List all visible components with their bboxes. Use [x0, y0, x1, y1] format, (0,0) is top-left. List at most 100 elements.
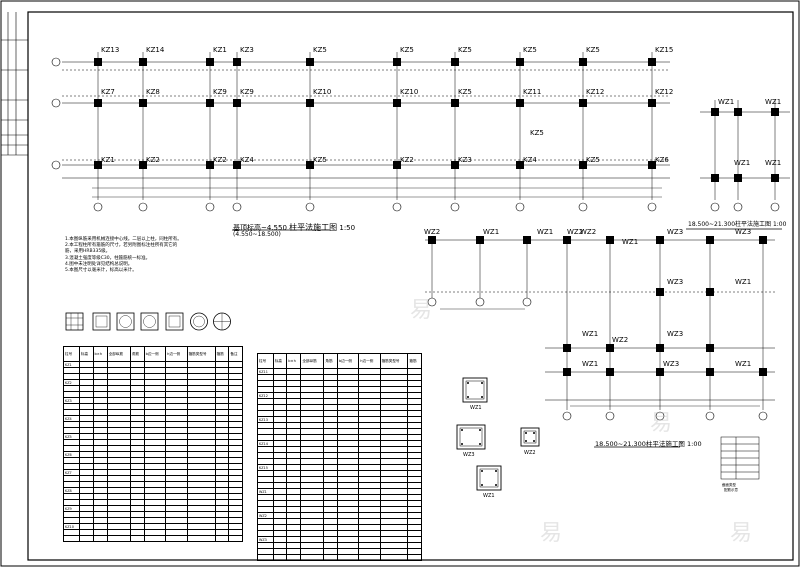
axis-bubble: [515, 202, 525, 212]
column-mark: [648, 58, 656, 66]
column-label: KZ4: [523, 156, 537, 164]
table-cell: [300, 554, 325, 561]
table-row: [63, 535, 243, 542]
note-line: 筋，采用HRB335级。: [65, 249, 111, 255]
table-cell: [186, 535, 216, 542]
small-plan-title: 18.500~21.300柱平法施工图 1:00: [688, 219, 786, 228]
table-cell: [129, 535, 145, 542]
roof-column-label: WZ3: [667, 228, 684, 236]
column-label: KZ9: [240, 88, 254, 96]
roof-column-label: WZ1: [582, 330, 599, 338]
roof-column-label: WZ1: [735, 360, 752, 368]
axis-bubble: [647, 202, 657, 212]
table-cell: [272, 554, 288, 561]
table-cell: [358, 554, 381, 561]
column-mark: [579, 58, 587, 66]
axis-bubble: [578, 202, 588, 212]
table-header-cell: b边一侧: [143, 346, 167, 362]
column-label: KZ4: [240, 156, 254, 164]
small-plan-title-text: 18.500~21.300柱平法施工图: [688, 221, 772, 228]
table-cell: [407, 554, 422, 561]
table-cell: [143, 535, 167, 542]
table-header-cell: 柱号: [257, 353, 274, 369]
roof-column-label: WZ2: [580, 228, 597, 236]
table-row: KZ1: [63, 361, 243, 368]
watermark: 易: [540, 521, 563, 546]
section-label: WZ3: [463, 452, 475, 458]
column-label: KZ5: [313, 46, 327, 54]
design-notes: 1.本图纵筋采用机械连接中心线。二层以上柱，同柱所有。2.本工程柱所有箍筋的尺寸…: [65, 237, 182, 274]
column-mark: [206, 58, 214, 66]
column-mark: [648, 99, 656, 107]
roof-column-label: WZ3: [663, 360, 680, 368]
watermark: 易: [650, 411, 673, 436]
table-cell: [214, 535, 230, 542]
column-label: KZ5: [458, 46, 472, 54]
axis-bubble: [232, 202, 242, 212]
table-header-cell: h边一侧: [165, 346, 188, 362]
table-header-cell: b×h: [92, 346, 108, 362]
table-row: [257, 386, 422, 393]
axis-bubble: [305, 202, 315, 212]
table-header-cell: 全部纵筋: [300, 353, 325, 369]
table-row: [257, 404, 422, 411]
roof-column-label: WZ1: [582, 360, 599, 368]
note-line: 2.本工程柱所有箍筋的尺寸，若另附图标注柱所有其它的: [65, 243, 178, 249]
axis-bubble: [93, 202, 103, 212]
watermark: 易: [730, 521, 753, 546]
roof-column-label: WZ1: [483, 228, 500, 236]
column-mark: [94, 161, 102, 169]
table-cell: [228, 535, 243, 542]
roof-column-label: WZ2: [612, 336, 629, 344]
table-cell: [165, 535, 188, 542]
table-header-cell: 箍筋类型号: [379, 353, 409, 369]
column-mark: [94, 58, 102, 66]
roof-column-label: WZ3: [735, 228, 752, 236]
column-label: KZ11: [523, 88, 542, 96]
note-line: 3.混凝土强度等级C30，柱箍筋统一标准。: [65, 255, 151, 261]
column-label: KZ9: [213, 88, 227, 96]
column-label: KZ10: [400, 88, 419, 96]
table-cell: [63, 535, 80, 542]
column-label: KZ8: [146, 88, 160, 96]
column-mark: [451, 99, 459, 107]
axis-bubble: [138, 202, 148, 212]
column-label: KZ5: [586, 156, 600, 164]
note-line: 1.本图纵筋采用机械连接中心线。二层以上柱，同柱所有。: [65, 237, 182, 242]
column-mark: [579, 161, 587, 169]
column-mark: [648, 161, 656, 169]
column-mark: [233, 161, 241, 169]
column-mark: [206, 161, 214, 169]
table-row: [257, 458, 422, 465]
table-cell: [323, 554, 338, 561]
table-row: KZ5: [63, 433, 243, 440]
column-mark: [94, 99, 102, 107]
axis-bubble: [392, 202, 402, 212]
column-label: KZ5: [586, 46, 600, 54]
table-header-cell: 标高: [272, 353, 288, 369]
table-header-cell: 角筋: [323, 353, 338, 369]
table-row: [257, 482, 422, 489]
column-label: KZ5: [400, 46, 414, 54]
column-label: KZ2: [213, 156, 227, 164]
column-mark: [233, 99, 241, 107]
roof-column-label: WZ2: [567, 228, 584, 236]
table-cell: [92, 535, 108, 542]
table-row: KZ9: [63, 505, 243, 512]
roof-column-label: WZ1: [537, 228, 554, 236]
column-mark: [139, 99, 147, 107]
table-header-cell: 柱号: [63, 346, 80, 362]
roof-plan-title: 18.500~21.300柱平法施工图 1:00: [595, 438, 702, 448]
column-mark: [451, 58, 459, 66]
roof-column-label: WZ2: [424, 228, 441, 236]
column-mark: [393, 99, 401, 107]
column-label: KZ2: [146, 156, 160, 164]
column-mark: [393, 161, 401, 169]
legend-caption: 配筋示意: [724, 488, 738, 492]
table-cell: [336, 554, 360, 561]
small-plan-label: WZ1: [734, 159, 751, 167]
